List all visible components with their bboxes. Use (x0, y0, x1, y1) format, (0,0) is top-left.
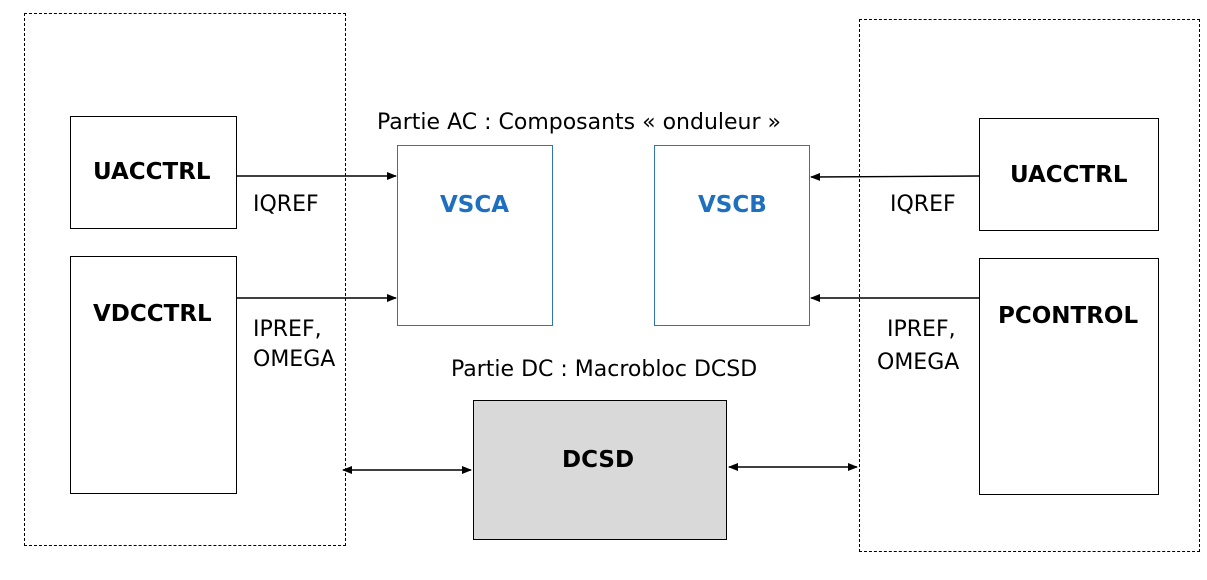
right-uacctrl-label: UACCTRL (1010, 162, 1128, 188)
left-omega-label: OMEGA (253, 347, 336, 372)
left-ipref-label: IPREF, (253, 317, 322, 342)
dcsd-block[interactable]: DCSD (473, 400, 727, 540)
dcsd-label: DCSD (562, 447, 635, 473)
vsca-block[interactable]: VSCA (397, 145, 553, 326)
right-ipref-label: IPREF, (887, 317, 956, 342)
left-control-group (24, 13, 346, 546)
vscb-block[interactable]: VSCB (654, 145, 810, 326)
right-uacctrl-block[interactable]: UACCTRL (979, 118, 1159, 231)
left-uacctrl-label: UACCTRL (93, 159, 211, 185)
vscb-label: VSCB (698, 192, 767, 218)
left-vdcctrl-label: VDCCTRL (93, 301, 212, 327)
right-pcontrol-label: PCONTROL (998, 303, 1139, 329)
left-vdcctrl-block[interactable]: VDCCTRL (70, 256, 237, 494)
left-iqref-label: IQREF (253, 192, 319, 217)
dc-part-caption: Partie DC : Macrobloc DCSD (451, 357, 758, 382)
left-uacctrl-block[interactable]: UACCTRL (70, 116, 237, 229)
right-control-group (859, 19, 1200, 552)
right-omega-label: OMEGA (877, 350, 960, 375)
ac-part-caption: Partie AC : Composants « onduleur » (377, 110, 781, 135)
arrow-right-uacctrl-to-vscb (810, 172, 980, 181)
right-iqref-label: IQREF (890, 192, 956, 217)
right-pcontrol-block[interactable]: PCONTROL (979, 258, 1159, 495)
vsca-label: VSCA (440, 192, 510, 218)
